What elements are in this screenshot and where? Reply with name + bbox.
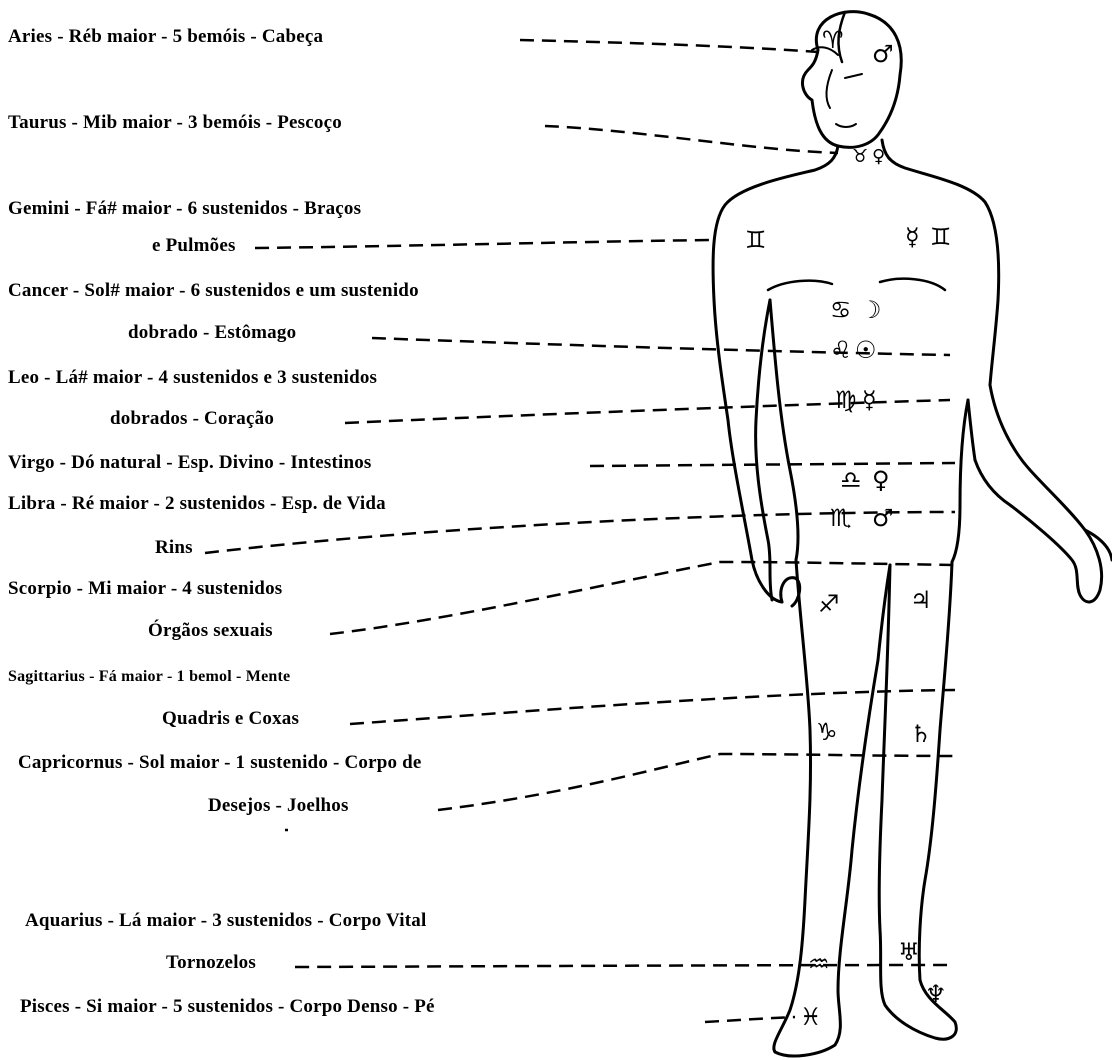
label-sagittarius: Sagittarius - Fá maior - 1 bemol - Mente — [8, 668, 290, 686]
label-aquarius: Aquarius - Lá maior - 3 sustenidos - Cor… — [25, 910, 426, 932]
saturn-icon: ♄ — [910, 720, 932, 748]
leg-left-outline — [774, 560, 890, 1056]
label-virgo: Virgo - Dó natural - Esp. Divino - Intes… — [8, 452, 372, 474]
sagittarius-icon: ♐ — [818, 590, 840, 618]
neptune-icon: ♆ — [925, 980, 947, 1008]
label-gemini: Gemini - Fá# maior - 6 sustenidos - Braç… — [8, 198, 361, 220]
jupiter-icon: ♃ — [910, 586, 932, 614]
uranus-icon: ♅ — [898, 938, 920, 966]
venus-icon: ♀ — [872, 146, 885, 167]
mars-icon: ♂ — [872, 504, 894, 532]
mercury-icon: ☿ — [905, 223, 920, 251]
gemini-icon: ♊ — [930, 223, 952, 251]
label-taurus: Taurus - Mib maior - 3 bemóis - Pescoço — [8, 112, 342, 134]
mercury-icon: ☿ — [862, 386, 877, 414]
capricorn-icon: ♑ — [816, 718, 838, 746]
moon-icon: ☽ — [860, 296, 882, 324]
virgo-icon: ♍ — [835, 386, 857, 414]
label-capricornus: Capricornus - Sol maior - 1 sustenido - … — [18, 752, 422, 774]
cancer-icon: ♋ — [830, 296, 852, 324]
label-scorpio: Scorpio - Mi maior - 4 sustenidos — [8, 578, 282, 600]
mars-icon: ♂ — [872, 40, 894, 68]
label-libra-cont: Rins — [155, 537, 193, 559]
pisces-icon: ♓ — [800, 1003, 822, 1031]
label-sagittarius-cont: Quadris e Coxas — [162, 708, 299, 730]
label-leo-cont: dobrados - Coração — [110, 408, 274, 430]
label-aquarius-cont: Tornozelos — [166, 952, 256, 974]
scorpio-icon: ♏ — [830, 504, 852, 532]
gemini-icon: ♊ — [745, 226, 767, 254]
libra-icon: ♎ — [840, 466, 862, 494]
leg-right-outline — [879, 562, 956, 1039]
label-cancer: Cancer - Sol# maior - 6 sustenidos e um … — [8, 280, 419, 302]
sun-icon: ☉ — [855, 336, 877, 364]
aquarius-icon: ♒ — [808, 950, 830, 978]
venus-icon: ♀ — [872, 466, 890, 494]
label-libra: Libra - Ré maior - 2 sustenidos - Esp. d… — [8, 493, 386, 515]
label-pisces: Pisces - Si maior - 5 sustenidos - Corpo… — [20, 996, 435, 1018]
label-cancer-cont: dobrado - Estômago — [128, 322, 296, 344]
label-leo: Leo - Lá# maior - 4 sustenidos e 3 suste… — [8, 367, 377, 389]
label-scorpio-cont: Órgãos sexuais — [148, 620, 273, 642]
label-aries: Aries - Réb maior - 5 bemóis - Cabeça — [8, 26, 323, 48]
leo-icon: ♌ — [830, 336, 852, 364]
label-gemini-cont: e Pulmões — [152, 235, 236, 257]
taurus-icon: ♉ — [852, 146, 868, 167]
aries-icon: ♈ — [822, 26, 844, 54]
label-capricornus-cont: Desejos - Joelhos — [208, 795, 349, 817]
